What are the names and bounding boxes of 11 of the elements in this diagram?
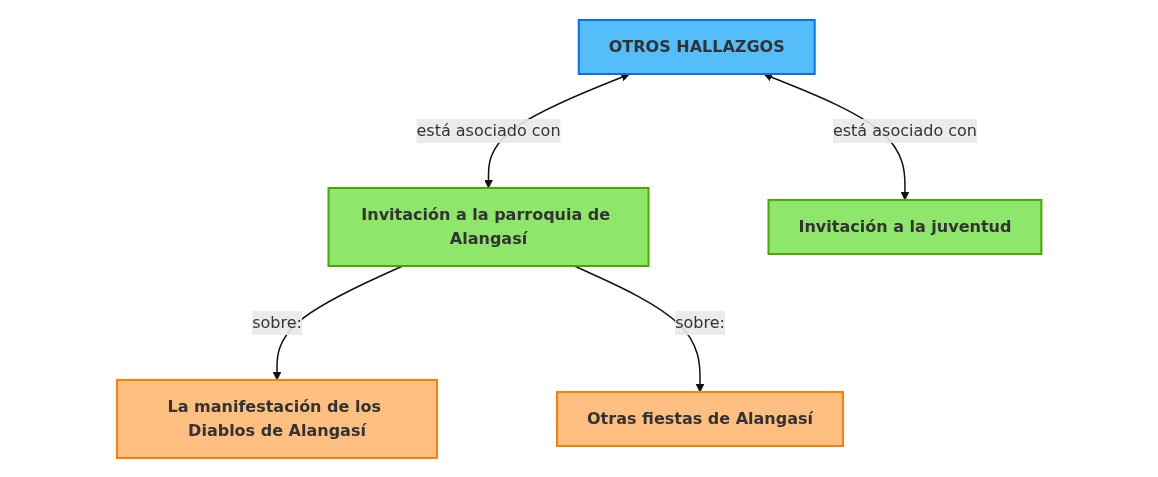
node-box: La manifestación de los Diablos de Alangasí (115, 378, 438, 459)
edge-label: está asociado con (416, 120, 561, 140)
node-box: Invitación a la juventud (767, 198, 1043, 255)
arrow (272, 264, 404, 380)
edge-label: sobre: (674, 312, 725, 332)
node-box: Invitación a la parroquia de Alangasí (327, 186, 650, 267)
node-box: OTROS HALLAZGOS (577, 18, 816, 75)
edge-label: sobre: (251, 312, 302, 332)
node-box: Otras fiestas de Alangasí (555, 390, 844, 447)
edge-label: está asociado con (832, 120, 977, 140)
arrow (573, 264, 705, 392)
